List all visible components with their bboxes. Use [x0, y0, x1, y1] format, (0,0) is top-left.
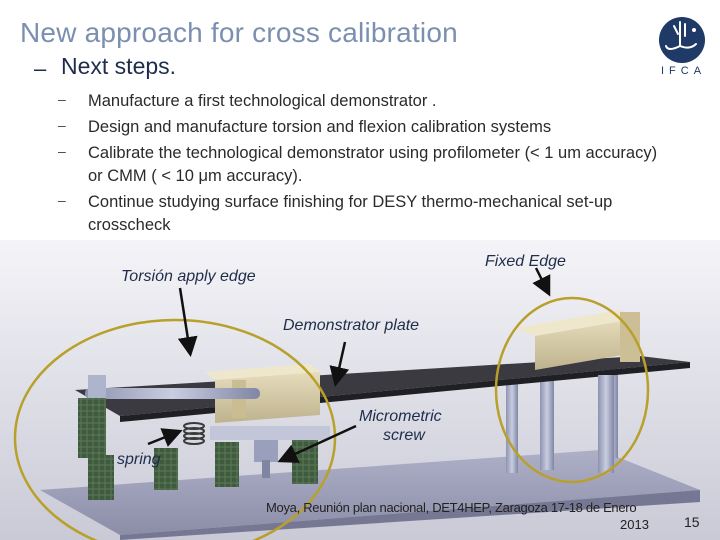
logo-text: IFCA [661, 65, 707, 77]
bullet-text: Manufacture a first technological demons… [88, 92, 437, 110]
bullet-mark: – [58, 143, 66, 159]
ifca-logo-icon [659, 17, 705, 63]
slide-title: New approach for cross calibration [20, 17, 458, 48]
demonstrator-plate-label: Demonstrator plate [283, 317, 420, 334]
bullet-item: – Continue studying surface finishing fo… [58, 191, 658, 237]
bullet-list: – Manufacture a first technological demo… [58, 90, 658, 240]
bullet-item: – Calibrate the technological demonstrat… [58, 142, 658, 188]
subtitle-dash: – [34, 56, 47, 81]
bullet-mark: – [58, 91, 66, 107]
bullet-text: Continue studying surface finishing for … [88, 193, 613, 234]
footer-citation: Moya, Reunión plan nacional, DET4HEP, Za… [266, 500, 637, 515]
bullet-text: Calibrate the technological demonstrator… [88, 144, 658, 185]
fixed-edge-label: Fixed Edge [485, 253, 566, 270]
spring-label: spring [117, 451, 161, 468]
page-number: 15 [684, 514, 700, 530]
screw-label: screw [383, 427, 425, 444]
slide-subtitle: Next steps. [61, 53, 177, 79]
bullet-mark: – [58, 117, 66, 133]
torsion-edge-label: Torsión apply edge [121, 268, 256, 285]
micrometric-label: Micrometric [359, 408, 442, 425]
bullet-text: Design and manufacture torsion and flexi… [88, 118, 552, 136]
demonstrator-setup-image [0, 240, 720, 540]
bullet-item: – Manufacture a first technological demo… [58, 90, 658, 113]
bullet-mark: – [58, 192, 66, 208]
footer-year: 2013 [620, 517, 649, 532]
bullet-item: – Design and manufacture torsion and fle… [58, 116, 658, 139]
